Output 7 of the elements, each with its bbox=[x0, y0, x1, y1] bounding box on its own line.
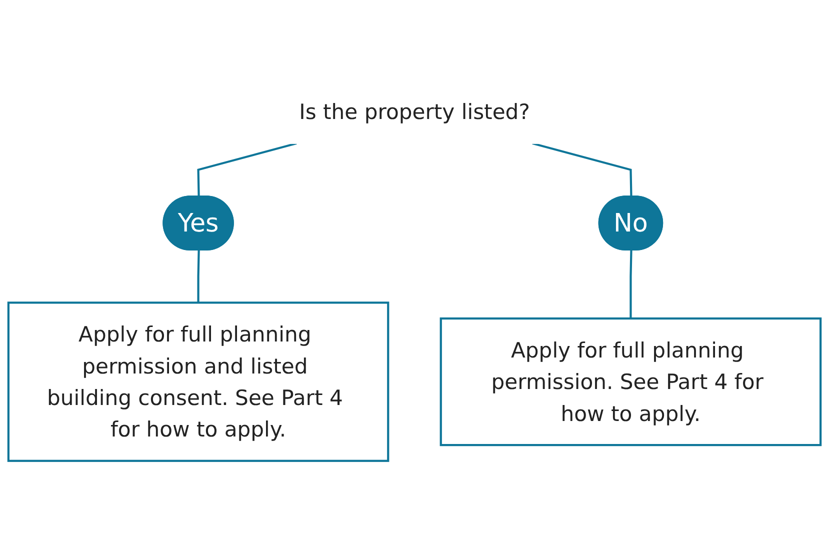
node-box: Apply for full planning permission. See Part 4 for how to apply. bbox=[440, 317, 822, 446]
connector bbox=[197, 142, 297, 197]
node-box: Apply for full planning permission and listed building consent. See Part 4 for how to apply. bbox=[7, 302, 390, 462]
node-text: Is the property listed? bbox=[299, 99, 530, 124]
connector bbox=[630, 250, 632, 318]
connector bbox=[197, 250, 200, 303]
connector bbox=[532, 142, 632, 197]
